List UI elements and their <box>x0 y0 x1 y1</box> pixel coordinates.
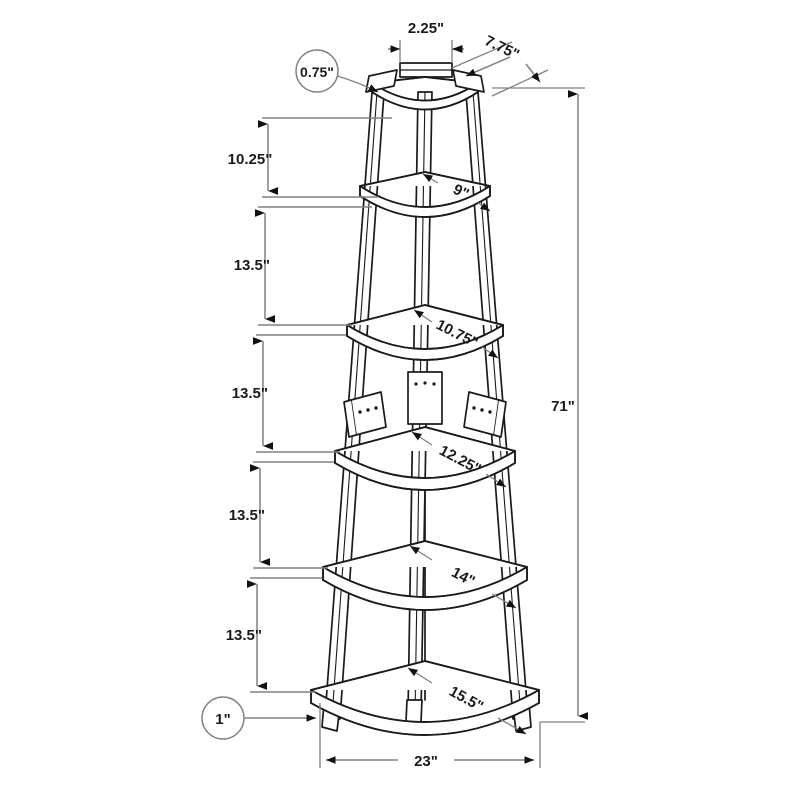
balloon-shelf-thickness: 0.75" <box>295 49 379 93</box>
center-back-plate <box>407 371 443 425</box>
dimension-label-gap-5: 13.5" <box>226 627 262 644</box>
dimension-top-post-width: 2.25" <box>388 20 464 63</box>
dimension-overall-width: 23" <box>319 703 541 770</box>
dimension-gap-4: 13.5" <box>229 464 270 566</box>
dimension-gap-5: 13.5" <box>226 580 267 690</box>
dimension-label-gap-1: 10.25" <box>228 151 273 168</box>
top-cap-block <box>399 62 453 78</box>
extension-lines-left <box>250 117 392 693</box>
dimension-label-overall-height: 71" <box>551 398 575 415</box>
dimension-label-gap-2: 13.5" <box>234 257 270 274</box>
balloon-circle-0-75 <box>295 49 339 93</box>
dimension-label-gap-4: 13.5" <box>229 507 265 524</box>
dimension-gap-2: 13.5" <box>234 209 275 323</box>
dimension-overall-height: 71" <box>492 87 588 723</box>
dimension-gap-1: 10.25" <box>228 120 278 195</box>
shelf-tier-4 <box>334 426 516 491</box>
wall-bracket-right <box>463 391 507 438</box>
dimension-label-gap-3: 13.5" <box>232 385 268 402</box>
dimension-label-overall-width: 23" <box>414 753 438 770</box>
dimension-label-shelf-thickness: 0.75" <box>300 64 334 80</box>
shelf-tier-5 <box>322 540 528 611</box>
dimension-shelf-depth-2: 9" <box>422 173 491 212</box>
balloon-foot-height: 1" <box>201 696 316 740</box>
dimension-label-foot-height: 1" <box>215 711 230 728</box>
wall-bracket-left <box>343 391 387 438</box>
foot-center <box>405 699 423 723</box>
balloon-circle-1 <box>201 696 245 740</box>
shelf-tier-6 <box>310 660 540 736</box>
corner-shelf-unit <box>310 62 540 736</box>
dimension-label-shelf-depth-2: 9" <box>450 181 471 203</box>
dimension-gap-3: 13.5" <box>232 337 273 450</box>
dimension-label-top-post-width: 2.25" <box>408 20 444 37</box>
shelf-tier-3 <box>346 304 504 361</box>
